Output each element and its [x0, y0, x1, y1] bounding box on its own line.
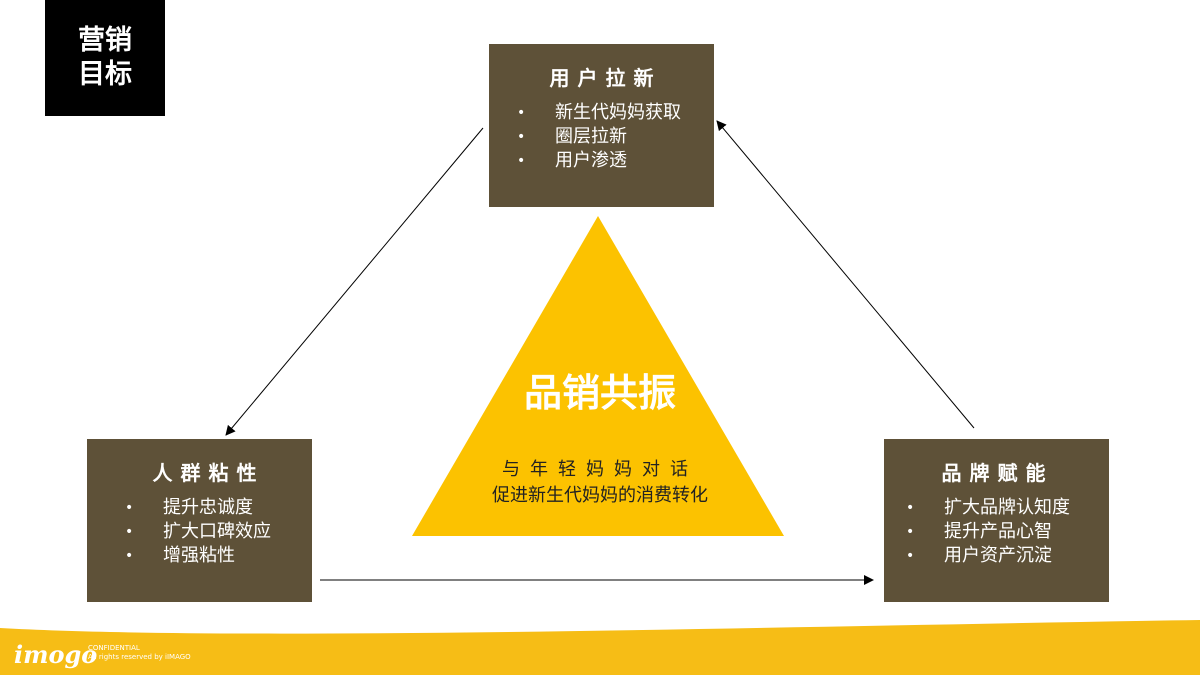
brand-empowerment-title: 品牌赋能	[941, 461, 1054, 485]
section-tag: 营销 目标	[45, 0, 165, 116]
section-tag-line1: 营销	[78, 25, 132, 56]
list-item: 提升产品心智	[906, 520, 1089, 544]
user-acquisition-box: 用户拉新 新生代妈妈获取 圈层拉新 用户渗透	[489, 44, 714, 207]
center-triangle	[412, 216, 784, 536]
footer-band	[0, 620, 1200, 675]
center-title: 品销共振	[523, 371, 676, 415]
confidential-label: CONFIDENTIAL	[88, 644, 140, 652]
audience-stickiness-list: 提升忠诚度 扩大口碑效应 增强粘性	[125, 496, 292, 568]
list-item: 增强粘性	[125, 544, 292, 568]
audience-stickiness-box: 人群粘性 提升忠诚度 扩大口碑效应 增强粘性	[87, 439, 312, 602]
arrow-right-to-top	[716, 120, 975, 429]
brand-logo: imogo	[14, 640, 98, 669]
center-subtitle-line1: 与年轻妈妈对话	[502, 459, 698, 480]
audience-stickiness-title: 人群粘性	[152, 461, 265, 485]
confidential-notice: CONFIDENTIAL All rights reserved by iIMA…	[88, 644, 191, 662]
brand-empowerment-box: 品牌赋能 扩大品牌认知度 提升产品心智 用户资产沉淀	[884, 439, 1109, 602]
list-item: 提升忠诚度	[125, 496, 292, 520]
user-acquisition-title: 用户拉新	[549, 66, 662, 90]
brand-empowerment-list: 扩大品牌认知度 提升产品心智 用户资产沉淀	[906, 496, 1089, 568]
list-item: 新生代妈妈获取	[517, 101, 694, 125]
arrow-top-to-left	[225, 127, 484, 436]
list-item: 扩大品牌认知度	[906, 496, 1089, 520]
user-acquisition-list: 新生代妈妈获取 圈层拉新 用户渗透	[517, 101, 694, 173]
section-tag-line2: 目标	[78, 59, 132, 90]
list-item: 扩大口碑效应	[125, 520, 292, 544]
list-item: 用户资产沉淀	[906, 544, 1089, 568]
rights-text: All rights reserved by iIMAGO	[88, 653, 191, 661]
center-subtitle-line2: 促进新生代妈妈的消费转化	[492, 485, 708, 506]
list-item: 用户渗透	[517, 149, 694, 173]
list-item: 圈层拉新	[517, 125, 694, 149]
